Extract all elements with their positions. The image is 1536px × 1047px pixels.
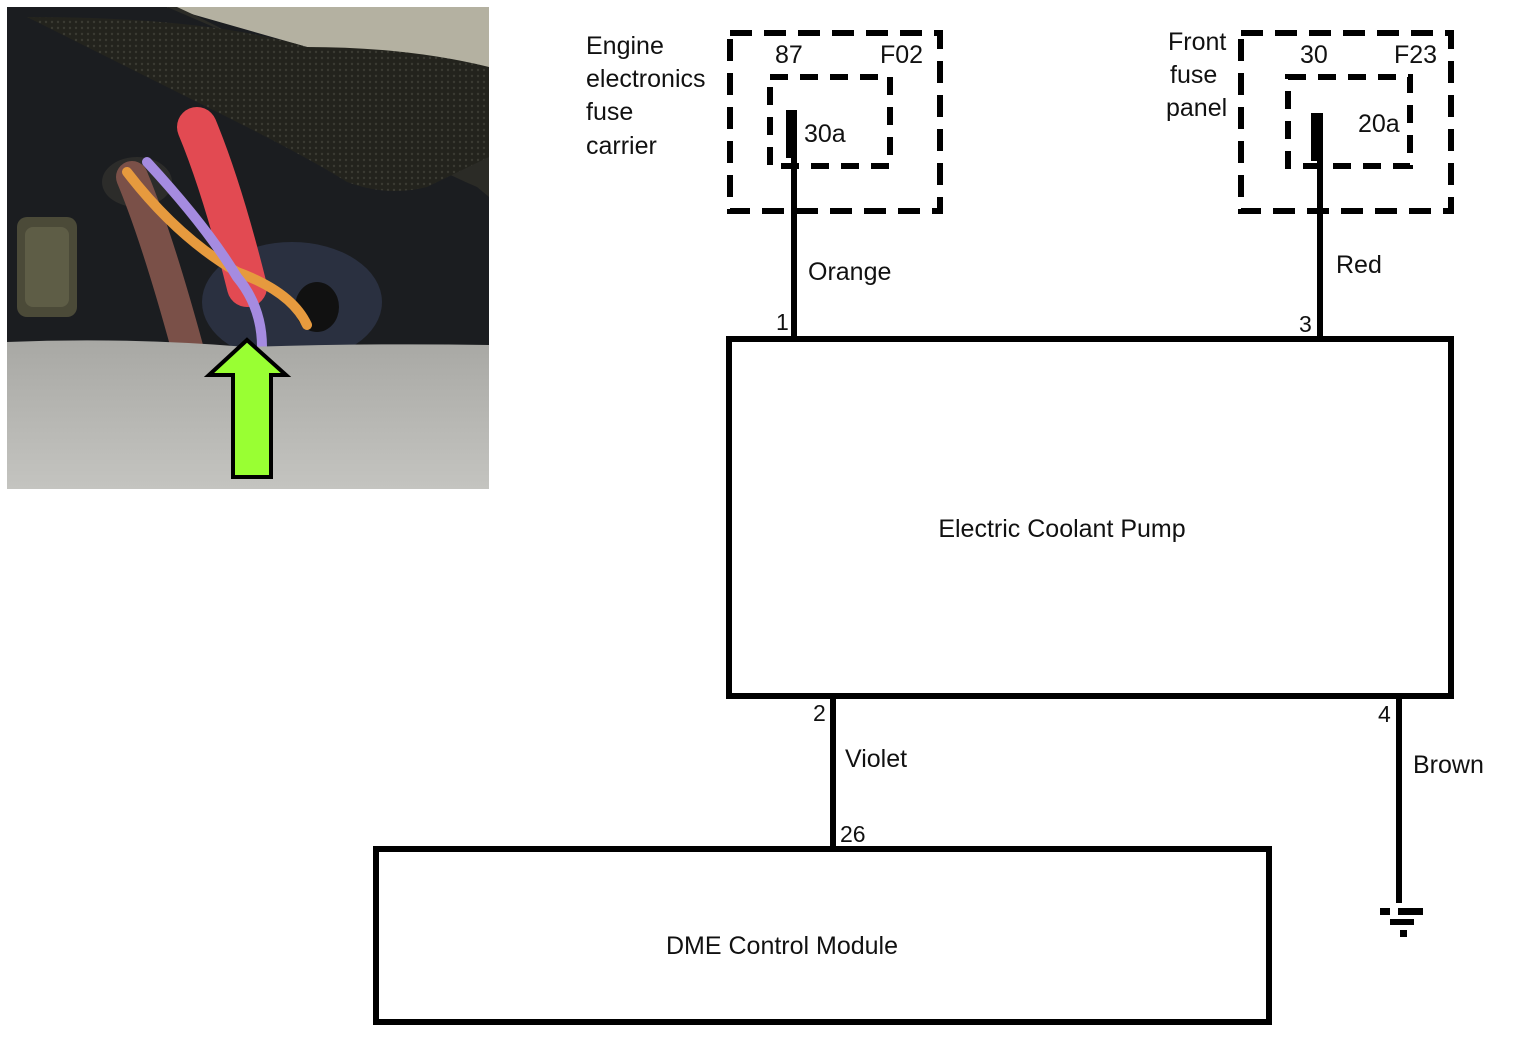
fuse-inner-box bbox=[767, 74, 893, 169]
fuse-panel-front: Front fuse panel 30 F23 20a bbox=[1166, 28, 1454, 214]
green-arrow-icon bbox=[203, 337, 292, 479]
fuse-terminal-label: 87 bbox=[775, 41, 803, 69]
dme-pin-26: 26 bbox=[840, 821, 866, 847]
pump-box bbox=[726, 336, 1454, 699]
wire-brown: 4 Brown bbox=[1378, 696, 1484, 903]
fuse-carrier-outer-box bbox=[727, 30, 943, 214]
dme-control-module: DME Control Module bbox=[373, 846, 1272, 1025]
wire-red: Red 3 bbox=[1299, 113, 1382, 340]
connector-photo-illustration bbox=[7, 7, 489, 489]
ground-icon bbox=[1380, 908, 1423, 937]
wire-label-brown: Brown bbox=[1413, 751, 1484, 779]
fuse-panel-label-line1: Front bbox=[1168, 28, 1226, 56]
fuse-id-label: F02 bbox=[880, 41, 923, 69]
pump-title: Electric Coolant Pump bbox=[938, 515, 1185, 543]
fuse-carrier-label-line2: electronics bbox=[586, 65, 706, 93]
pump-pin-3: 3 bbox=[1299, 311, 1312, 337]
wire-label-orange: Orange bbox=[808, 258, 891, 286]
wire-violet: 2 Violet 26 bbox=[813, 696, 907, 849]
fuse-rating-label: 20a bbox=[1358, 110, 1400, 138]
electric-coolant-pump: Electric Coolant Pump bbox=[726, 336, 1454, 699]
fuse-panel-label-line2: fuse bbox=[1170, 61, 1217, 89]
fuse-carrier-label-line3: fuse bbox=[586, 98, 633, 126]
pump-pin-1: 1 bbox=[776, 309, 789, 335]
fuse-panel-outer-box bbox=[1238, 30, 1454, 214]
fuse-rating-label: 30a bbox=[804, 120, 846, 148]
connector-photo bbox=[7, 7, 489, 489]
wire-orange: Orange 1 bbox=[776, 110, 891, 340]
wire-label-violet: Violet bbox=[845, 745, 907, 773]
fuse-carrier-label-line1: Engine bbox=[586, 32, 664, 60]
pump-pin-2: 2 bbox=[813, 700, 826, 726]
dme-title: DME Control Module bbox=[666, 932, 898, 960]
pump-pin-4: 4 bbox=[1378, 701, 1391, 727]
fuse-panel-label-line3: panel bbox=[1166, 94, 1227, 122]
fuse-carrier-label-line4: carrier bbox=[586, 132, 657, 160]
dme-box bbox=[373, 846, 1272, 1025]
fuse-terminal-label: 30 bbox=[1300, 41, 1328, 69]
fuse-id-label: F23 bbox=[1394, 41, 1437, 69]
fuse-carrier-engine: Engine electronics fuse carrier 87 F02 3… bbox=[586, 30, 943, 214]
wire-label-red: Red bbox=[1336, 251, 1382, 279]
fuse-inner-box bbox=[1285, 74, 1413, 169]
